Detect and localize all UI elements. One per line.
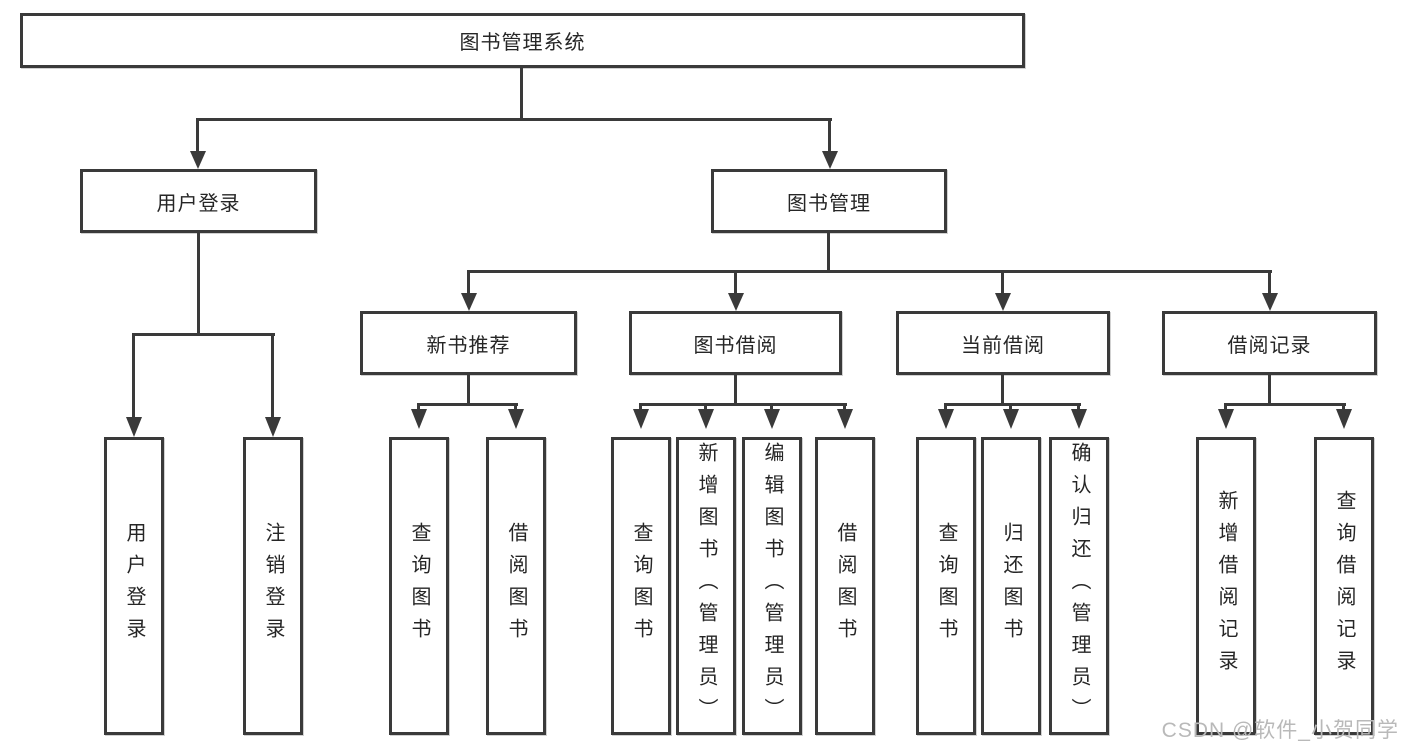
node-label: 新增图书（管理员） [695,442,717,730]
connector-vline [417,403,420,411]
connector-vline [467,375,470,405]
connector-vline [1001,375,1004,405]
node-label: 确认归还（管理员） [1068,442,1090,730]
leaf-user-login: 用户登录 [104,437,164,735]
node-book-borrowing: 图书借阅 [629,311,842,375]
connector-vline [467,270,470,293]
leaf-return-book: 归还图书 [981,437,1041,735]
connector-vline [734,270,737,293]
node-label: 注销登录 [262,522,284,650]
node-label: 当前借阅 [961,334,1045,357]
leaf-query-books-borrow: 查询图书 [611,437,671,735]
leaf-add-borrow-record: 新增借阅记录 [1196,437,1256,735]
leaf-query-books-current: 查询图书 [916,437,976,735]
leaf-borrow-books: 借阅图书 [815,437,875,735]
arrow-down-icon [837,409,853,429]
arrow-down-icon [411,409,427,429]
connector-hline [944,403,1081,406]
node-label: 新书推荐 [426,334,511,357]
node-user-login: 用户登录 [80,169,317,233]
arrow-down-icon [1218,409,1234,429]
connector-vline [828,118,831,152]
arrow-down-icon [698,409,714,429]
arrow-down-icon [995,293,1011,311]
csdn-watermark: CSDN @软件_小贺同学 [1161,719,1399,742]
connector-vline [520,68,523,120]
connector-vline [827,233,830,273]
arrow-down-icon [461,293,477,311]
arrow-down-icon [633,409,649,429]
arrow-down-icon [1003,409,1019,429]
node-book-management: 图书管理 [711,169,947,233]
connector-hline [639,403,847,406]
leaf-query-borrow-record: 查询借阅记录 [1314,437,1374,735]
node-label: 查询借阅记录 [1333,490,1355,682]
node-label: 查询图书 [408,522,430,650]
connector-vline [1224,403,1227,411]
connector-vline [1077,403,1080,411]
arrow-down-icon [1336,409,1352,429]
node-label: 借阅记录 [1227,334,1312,357]
connector-vline [770,403,773,411]
connector-vline [1009,403,1012,411]
connector-vline [1268,270,1271,293]
connector-vline [196,118,199,152]
arrow-down-icon [728,293,744,311]
leaf-add-book-admin: 新增图书（管理员） [676,437,736,735]
connector-hline [196,118,832,121]
connector-vline [1268,375,1271,405]
leaf-borrow-books-recommend: 借阅图书 [486,437,546,735]
arrow-down-icon [126,417,142,437]
leaf-edit-book-admin: 编辑图书（管理员） [742,437,802,735]
arrow-down-icon [265,417,281,437]
connector-hline [467,270,1272,273]
connector-vline [271,333,274,417]
node-label: 用户登录 [123,522,145,650]
node-label: 图书借阅 [693,334,778,357]
connector-vline [514,403,517,411]
arrow-down-icon [822,151,838,169]
node-label: 新增借阅记录 [1215,490,1237,682]
connector-vline [1342,403,1345,411]
connector-vline [639,403,642,411]
connector-vline [704,403,707,411]
node-label: 图书管理系统 [459,32,586,54]
arrow-down-icon [938,409,954,429]
connector-hline [132,333,275,336]
connector-vline [1001,270,1004,293]
connector-vline [734,375,737,405]
arrow-down-icon [190,151,206,169]
node-current-borrowing: 当前借阅 [896,311,1110,375]
node-label: 借阅图书 [505,522,527,650]
node-new-book-recommendation: 新书推荐 [360,311,577,375]
connector-vline [944,403,947,411]
node-library-management-system: 图书管理系统 [20,13,1025,68]
node-label: 借阅图书 [834,522,856,650]
leaf-query-books-recommend: 查询图书 [389,437,449,735]
connector-vline [132,333,135,417]
node-label: 查询图书 [630,522,652,650]
node-label: 查询图书 [935,522,957,650]
connector-hline [1224,403,1346,406]
node-label: 用户登录 [156,192,241,215]
arrow-down-icon [1262,293,1278,311]
connector-vline [197,233,200,335]
node-borrowing-records: 借阅记录 [1162,311,1377,375]
arrow-down-icon [764,409,780,429]
node-label: 图书管理 [787,192,871,215]
connector-vline [843,403,846,411]
arrow-down-icon [1071,409,1087,429]
node-label: 归还图书 [1000,522,1022,650]
leaf-confirm-return-admin: 确认归还（管理员） [1049,437,1109,735]
leaf-logout: 注销登录 [243,437,303,735]
node-label: 编辑图书（管理员） [761,442,783,730]
connector-hline [417,403,518,406]
arrow-down-icon [508,409,524,429]
